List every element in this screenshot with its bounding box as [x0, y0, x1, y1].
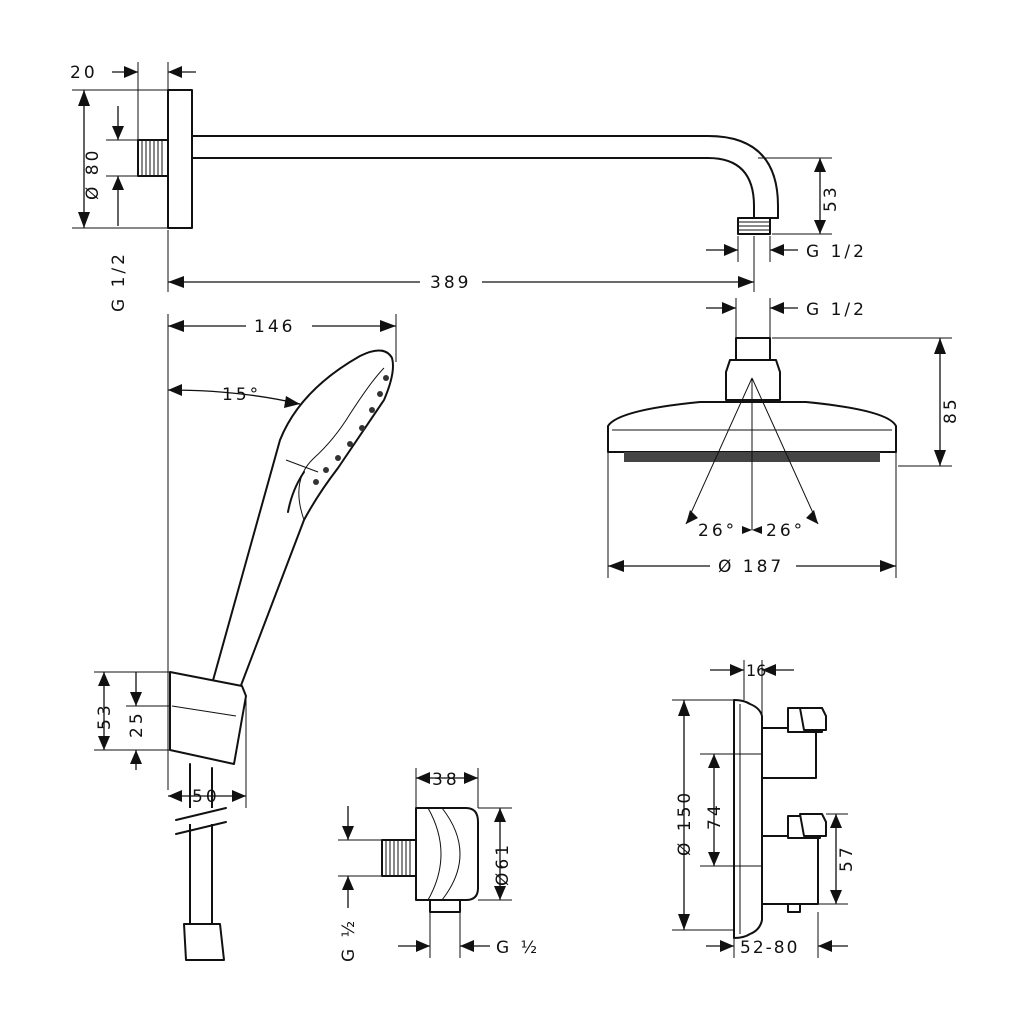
dim-arm-inlet-thread-label: G 1/2: [109, 251, 129, 312]
thermostat-lower-handle: [761, 813, 827, 913]
dim-arm-drop-height-label: 53: [821, 184, 841, 212]
outlet-nozzle: [429, 899, 461, 913]
thermostat-plate: [733, 699, 763, 939]
dim-overhead-diameter: Ø 187: [607, 430, 897, 578]
dim-arm-length-label: 389: [430, 273, 471, 293]
dim-hand-length: 146: [167, 314, 397, 790]
dim-hand-length-label: 146: [254, 317, 295, 337]
dim-arm-length: 389: [167, 230, 755, 293]
thermostat: [733, 699, 827, 939]
dim-holder-height-total-label: 53: [95, 702, 115, 730]
outlet-inlet-thread: [381, 839, 417, 877]
dim-overhead-thread-label: G 1/2: [806, 300, 867, 320]
dim-arm-flange-depth: 20: [70, 62, 196, 140]
hand-shower: [211, 349, 394, 689]
arm-tube-outer: [191, 135, 779, 219]
thermostat-upper-handle: [761, 707, 827, 779]
dim-arm-flange-diameter-label: Ø 80: [83, 148, 103, 200]
dim-thermostat-projection: 52-80: [706, 912, 848, 958]
hand-shower-grip-edge: [287, 471, 305, 513]
dim-overhead-spray-angles: 26° 26°: [686, 510, 818, 541]
dim-outlet-diameter: Ø61: [478, 807, 513, 901]
dim-holder-heights: 53 25: [94, 671, 170, 770]
dim-thermostat-handle-spacing-label: 74: [705, 802, 725, 830]
dim-outlet-diameter-label: Ø61: [493, 842, 513, 886]
dim-thermostat-plate-depth: 16: [710, 660, 794, 716]
wall-outlet: [381, 807, 479, 913]
dim-outlet-outlet-thread: G ½: [398, 912, 540, 958]
dim-holder-width: 50: [168, 696, 247, 808]
dim-overhead-diameter-label: Ø 187: [718, 557, 784, 577]
dim-arm-drop-height: 53: [758, 157, 841, 235]
shower-hose: [175, 763, 227, 961]
dim-arm-outlet-thread-label: G 1/2: [806, 242, 867, 262]
dim-arm-outlet-thread: G 1/2: [706, 236, 867, 262]
dim-overhead-angle-right-label: 26°: [766, 521, 805, 541]
dim-hand-angle: 15°: [167, 384, 301, 408]
dim-outlet-inlet-thread-label: G ½: [339, 918, 359, 962]
dim-thermostat-plate-depth-label: 16: [746, 661, 766, 680]
dim-arm-flange-depth-label: 20: [70, 63, 98, 83]
arm-wall-flange: [167, 89, 193, 229]
dim-arm-flange-diameter: Ø 80: [72, 89, 168, 229]
dim-thermostat-handle-height: 57: [818, 813, 857, 905]
dim-outlet-inlet-thread: G ½: [338, 806, 382, 962]
dim-overhead-height-label: 85: [941, 396, 961, 424]
dim-thermostat-plate-diameter-label: Ø 150: [675, 790, 695, 856]
arm-inlet-thread: [137, 139, 169, 177]
dim-holder-height-partial-label: 25: [127, 710, 147, 738]
dim-outlet-depth: 38: [415, 768, 479, 808]
arm-tube-inner: [191, 157, 755, 219]
dim-holder-width-label: 50: [192, 787, 220, 807]
hose-nut: [183, 923, 225, 961]
dim-overhead-angle-left-label: 26°: [698, 521, 737, 541]
dim-hand-angle-label: 15°: [222, 385, 261, 405]
hand-shower-nozzles: [313, 375, 389, 485]
hand-shower-body: [211, 349, 394, 689]
outlet-body: [415, 807, 479, 901]
dim-overhead-thread: G 1/2: [706, 298, 867, 338]
dim-outlet-depth-label: 38: [432, 770, 460, 790]
dim-overhead-height: 85: [772, 337, 961, 467]
overhead-shower: [607, 337, 897, 530]
holder-body: [169, 671, 247, 765]
dim-arm-inlet-thread: G 1/2: [106, 106, 138, 312]
overhead-connector: [735, 337, 771, 361]
dim-thermostat-handle-height-label: 57: [837, 844, 857, 872]
shower-arm: [137, 89, 779, 235]
dim-thermostat-projection-label: 52-80: [740, 938, 799, 958]
hand-shower-holder: [169, 671, 247, 765]
dim-thermostat-plate-diameter: Ø 150: [672, 699, 734, 931]
dim-outlet-outlet-thread-label: G ½: [496, 938, 540, 958]
dim-thermostat-handle-spacing: 74: [700, 753, 762, 867]
